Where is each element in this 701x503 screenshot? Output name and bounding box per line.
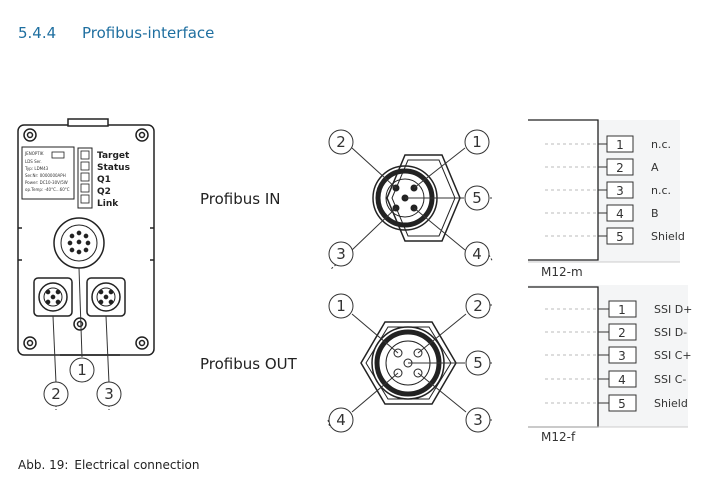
led-icon bbox=[80, 172, 90, 182]
connector-2-icon bbox=[33, 277, 73, 317]
section-title: Profibus-interface bbox=[82, 24, 215, 42]
svg-text:1: 1 bbox=[77, 361, 87, 379]
plate-line: op.Temp: -40°C...60°C bbox=[25, 187, 70, 192]
pin-number: 2 bbox=[616, 161, 624, 175]
led-label-target: Target bbox=[97, 151, 130, 161]
pin-signal: SSI C- bbox=[654, 373, 686, 386]
screw-icon bbox=[135, 336, 149, 350]
out-callout-5: 5 bbox=[465, 350, 491, 376]
type-plate bbox=[21, 146, 75, 200]
svg-text:2: 2 bbox=[336, 133, 346, 151]
svg-text:4: 4 bbox=[472, 245, 482, 263]
section-number: 5.4.4 bbox=[18, 24, 57, 42]
pin-number: 5 bbox=[618, 397, 626, 411]
device-drawing bbox=[17, 118, 155, 356]
pin-number: 1 bbox=[616, 138, 624, 152]
pin-signal: B bbox=[651, 207, 659, 220]
pin-signal: Shield bbox=[654, 397, 688, 410]
pin-signal: A bbox=[651, 161, 659, 174]
in-callout-2: 2 bbox=[328, 129, 354, 155]
pin-table-out: 1 2 3 4 5 SSI D+ SSI D- SSI C+ SSI C- Sh… bbox=[528, 285, 692, 444]
led-label-q2: Q2 bbox=[97, 187, 111, 197]
profibus-out-label: Profibus OUT bbox=[200, 355, 297, 373]
led-icon bbox=[80, 183, 90, 193]
plate-line: Ser.Nr: 0000000APH bbox=[25, 173, 66, 178]
svg-text:2: 2 bbox=[473, 297, 483, 315]
connector-1-icon bbox=[53, 217, 105, 269]
svg-text:2: 2 bbox=[51, 385, 61, 403]
pin-number: 4 bbox=[618, 373, 626, 387]
plate-line: JENOPTIK bbox=[24, 151, 44, 156]
device-top-clip bbox=[67, 118, 109, 127]
section-heading: 5.4.4 Profibus-interface bbox=[18, 24, 214, 42]
pin-number: 1 bbox=[618, 303, 626, 317]
led-panel bbox=[77, 147, 93, 209]
screw-icon bbox=[23, 336, 37, 350]
svg-text:5: 5 bbox=[473, 354, 483, 372]
out-callout-4: 4 bbox=[328, 407, 354, 433]
led-label-link: Link bbox=[97, 199, 119, 209]
svg-text:3: 3 bbox=[473, 411, 483, 429]
in-callout-4: 4 bbox=[464, 241, 490, 267]
figure-caption: Abb. 19: Electrical connection bbox=[18, 458, 199, 472]
svg-text:4: 4 bbox=[336, 411, 346, 429]
out-callout-3: 3 bbox=[465, 407, 491, 433]
svg-text:5: 5 bbox=[472, 189, 482, 207]
led-icon bbox=[80, 150, 90, 160]
led-icon bbox=[80, 194, 90, 204]
svg-text:3: 3 bbox=[104, 385, 114, 403]
caption-text: Electrical connection bbox=[74, 458, 200, 472]
device-callout-3: 3 bbox=[96, 381, 122, 407]
pin-signal: n.c. bbox=[651, 138, 671, 151]
pin-number: 3 bbox=[618, 349, 626, 363]
pin-table-in: 1 2 3 4 5 n.c. A n.c. B Shield M12-m bbox=[528, 119, 685, 279]
led-label-status: Status bbox=[97, 163, 130, 173]
profibus-in-label: Profibus IN bbox=[200, 190, 281, 208]
led-label-q1: Q1 bbox=[97, 175, 111, 185]
pin-signal: SSI D+ bbox=[654, 303, 692, 316]
plate-line: Typ: LDM43 bbox=[24, 166, 49, 171]
pin-signal: SSI D- bbox=[654, 326, 687, 339]
svg-text:1: 1 bbox=[336, 297, 346, 315]
device-callout-2: 2 bbox=[43, 381, 69, 407]
pin-number: 2 bbox=[618, 326, 626, 340]
connector-3-icon bbox=[86, 277, 126, 317]
plate-line: Power: DC10-30V/5W bbox=[25, 180, 68, 185]
screw-icon bbox=[23, 128, 37, 142]
in-callout-5: 5 bbox=[464, 185, 490, 211]
svg-text:3: 3 bbox=[336, 245, 346, 263]
out-callout-2: 2 bbox=[465, 293, 491, 319]
pin-number: 4 bbox=[616, 207, 624, 221]
pin-signal: n.c. bbox=[651, 184, 671, 197]
connector-type-label: M12-m bbox=[541, 265, 583, 279]
in-callout-3: 3 bbox=[328, 241, 354, 267]
pin-number: 3 bbox=[616, 184, 624, 198]
plate-line: LDS Ser. bbox=[25, 159, 42, 164]
out-callout-1: 1 bbox=[328, 293, 354, 319]
ground-screw-icon bbox=[73, 317, 87, 331]
svg-text:1: 1 bbox=[472, 133, 482, 151]
in-callout-1: 1 bbox=[464, 129, 490, 155]
pin-signal: Shield bbox=[651, 230, 685, 243]
device-callout-1: 1 bbox=[69, 357, 95, 383]
pin-number: 5 bbox=[616, 230, 624, 244]
led-icon bbox=[80, 161, 90, 171]
pin-signal: SSI C+ bbox=[654, 349, 692, 362]
connector-type-label: M12-f bbox=[541, 430, 576, 444]
caption-figure-number: Abb. 19: bbox=[18, 458, 69, 472]
screw-icon bbox=[135, 128, 149, 142]
